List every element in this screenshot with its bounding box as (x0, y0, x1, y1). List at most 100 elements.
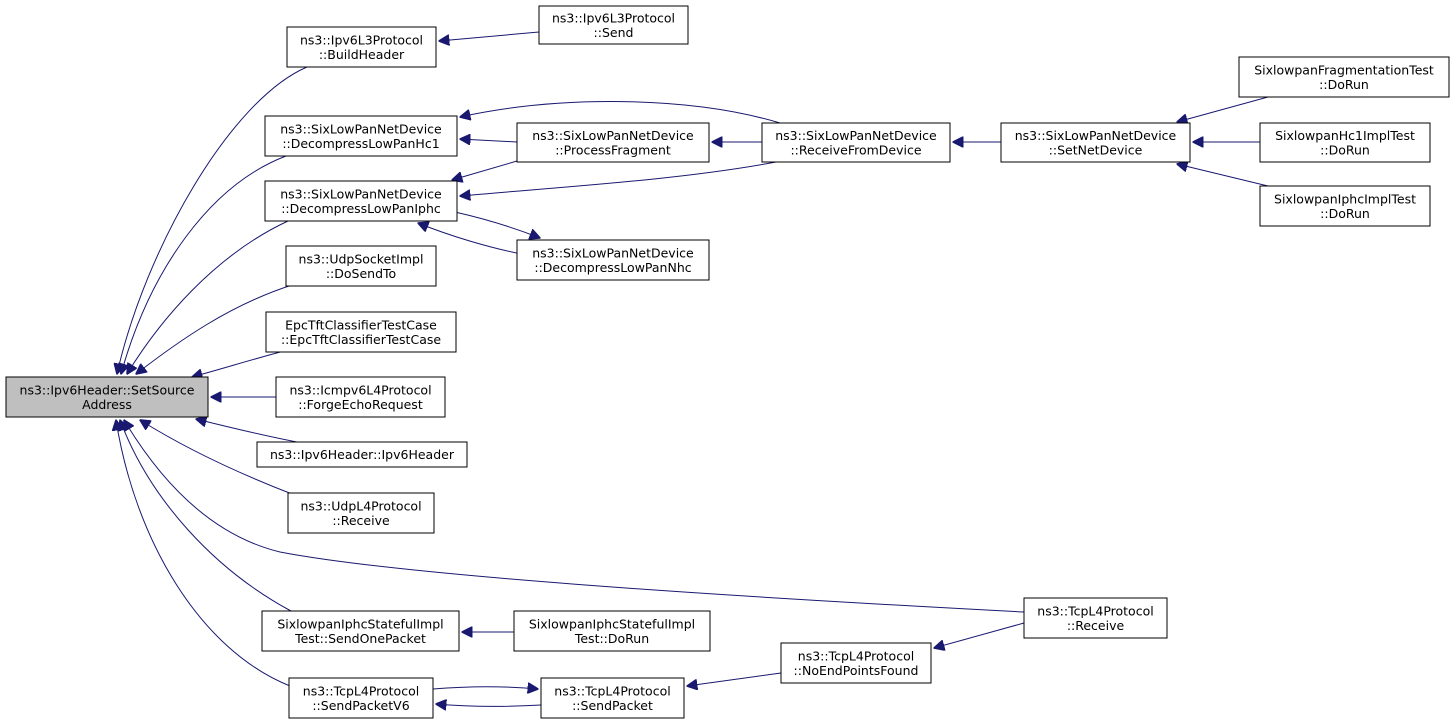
node-box (275, 376, 446, 418)
node-label-line: ::EpcTftClassifierTestCase (281, 332, 441, 347)
node-label-line: ::ForgeEchoRequest (298, 397, 423, 412)
node-label-line: ::SendPacketV6 (312, 698, 409, 713)
node-box (5, 376, 209, 418)
node-label-line: ::NoEndPointsFound (794, 663, 919, 678)
node-label-line: ns3::UdpSocketImpl (299, 251, 424, 266)
node-box (288, 677, 434, 719)
node-label-line: ::ProcessFragment (555, 142, 671, 157)
node-box (538, 5, 689, 45)
node-label-line: ::DoSendTo (326, 266, 396, 281)
node-label-line: ::SendPacket (572, 698, 653, 713)
edge-decnhc-to-deciphc (418, 223, 527, 256)
node-tcprecv[interactable]: ns3::TcpL4Protocol::Receive (1023, 597, 1168, 639)
edge-sendpacket-to-sendv6 (436, 704, 542, 706)
node-udprecv[interactable]: ns3::UdpL4Protocol::Receive (287, 492, 435, 534)
node-label-line: Test::SendOnePacket (294, 631, 426, 646)
node-label-line: ::Receive (1067, 618, 1125, 633)
node-box (1023, 597, 1168, 639)
node-label-line: ::Send (594, 25, 634, 40)
node-setnetdev[interactable]: ns3::SixLowPanNetDevice::SetNetDevice (1000, 122, 1191, 163)
node-label-line: SixlowpanHc1ImplTest (1275, 128, 1415, 143)
edge-l3send-to-buildheader (439, 31, 540, 41)
node-label-line: EpcTftClassifierTestCase (285, 317, 437, 332)
edge-tcprecv-to-root (124, 420, 1025, 613)
node-label-line: ::ReceiveFromDevice (790, 142, 921, 157)
edge-sendv6-to-sendpacket (432, 687, 538, 689)
node-icmpecho[interactable]: ns3::Icmpv6L4Protocol::ForgeEchoRequest (275, 376, 446, 418)
node-iphctest[interactable]: SixlowpanIphcImplTest::DoRun (1259, 185, 1431, 227)
node-label-line: ::DoRun (1320, 142, 1370, 157)
node-sendpacket[interactable]: ns3::TcpL4Protocol::SendPacket (540, 677, 685, 719)
node-label-line: ::DoRun (1320, 206, 1370, 221)
node-l3send[interactable]: ns3::Ipv6L3Protocol::Send (538, 5, 689, 45)
node-label-line: ::BuildHeader (319, 47, 405, 62)
node-udpsend[interactable]: ns3::UdpSocketImpl::DoSendTo (285, 245, 437, 287)
node-label-line: SixlowpanIphcImplTest (1274, 191, 1416, 206)
node-box (1000, 122, 1191, 163)
node-procfrag[interactable]: ns3::SixLowPanNetDevice::ProcessFragment (516, 122, 710, 163)
node-deciphc[interactable]: ns3::SixLowPanNetDevice::DecompressLowPa… (264, 180, 458, 222)
node-box (513, 610, 711, 652)
edge-buildheader-to-root (117, 66, 308, 374)
edge-recvdev-to-dechc1 (460, 101, 781, 124)
node-box (780, 642, 932, 684)
edges-layer (116, 31, 1269, 706)
node-label-line: ::DecompressLowPanIphc (281, 201, 441, 216)
edge-deciphc-to-root (127, 220, 289, 374)
node-label-line: ns3::SixLowPanNetDevice (1015, 128, 1177, 143)
node-box (265, 311, 457, 353)
node-noendpoints[interactable]: ns3::TcpL4Protocol::NoEndPointsFound (780, 642, 932, 684)
node-box (287, 492, 435, 534)
node-box (761, 122, 951, 163)
node-label-line: ns3::Ipv6L3Protocol (300, 32, 423, 47)
node-box (286, 26, 437, 68)
node-box (1238, 56, 1450, 98)
node-label-line: ns3::TcpL4Protocol (554, 683, 670, 698)
node-box (516, 122, 710, 163)
edge-statefulsend-to-root (120, 420, 292, 612)
edge-noendpoints-to-sendpacket (687, 672, 782, 686)
node-label-line: Test::DoRun (574, 631, 649, 646)
node-label-line: SixlowpanIphcStatefulImpl (277, 616, 443, 631)
node-epctest[interactable]: EpcTftClassifierTestCase::EpcTftClassifi… (265, 311, 457, 353)
node-ipv6ctor[interactable]: ns3::Ipv6Header::Ipv6Header (256, 441, 468, 468)
edge-tcprecv-to-noendpoints (934, 622, 1025, 648)
node-label-line: ns3::SixLowPanNetDevice (280, 121, 442, 136)
edge-sendv6-to-root (116, 420, 291, 687)
node-label-line: ::DecompressLowPanHc1 (282, 136, 439, 151)
node-label-line: ns3::TcpL4Protocol (303, 683, 419, 698)
node-label-line: ::DecompressLowPanNhc (534, 260, 691, 275)
node-fragtest[interactable]: SixlowpanFragmentationTest::DoRun (1238, 56, 1450, 98)
node-box (285, 245, 437, 287)
node-box (261, 610, 460, 652)
node-label-line: ::Receive (332, 513, 390, 528)
node-sendv6[interactable]: ns3::TcpL4Protocol::SendPacketV6 (288, 677, 434, 719)
node-hc1test[interactable]: SixlowpanHc1ImplTest::DoRun (1259, 122, 1431, 163)
node-dechc1[interactable]: ns3::SixLowPanNetDevice::DecompressLowPa… (264, 115, 458, 157)
node-label-line: ns3::UdpL4Protocol (300, 498, 421, 513)
node-label-line: ns3::Ipv6L3Protocol (552, 10, 675, 25)
node-buildheader[interactable]: ns3::Ipv6L3Protocol::BuildHeader (286, 26, 437, 68)
node-label-line: SixlowpanFragmentationTest (1254, 62, 1434, 77)
node-statefulsend[interactable]: SixlowpanIphcStatefulImplTest::SendOnePa… (261, 610, 460, 652)
edge-recvdev-to-deciphc (460, 161, 777, 196)
node-box (540, 677, 685, 719)
node-label-line: ns3::TcpL4Protocol (798, 648, 914, 663)
node-label-line: ns3::Ipv6Header::SetSource (20, 382, 195, 397)
edge-iphctest-to-setnetdev (1177, 164, 1269, 187)
edge-deciphc-to-decnhc (454, 211, 540, 238)
node-recvdev[interactable]: ns3::SixLowPanNetDevice::ReceiveFromDevi… (761, 122, 951, 163)
nodes-layer: ns3::Ipv6Header::SetSourceAddressns3::Ip… (5, 5, 1450, 719)
node-decnhc[interactable]: ns3::SixLowPanNetDevice::DecompressLowPa… (516, 239, 710, 281)
node-label-line: ns3::SixLowPanNetDevice (532, 128, 694, 143)
node-box (264, 115, 458, 157)
edge-dechc1-to-root (121, 155, 287, 374)
edge-epctest-to-root (192, 350, 285, 377)
edge-procfrag-to-deciphc (452, 160, 518, 180)
edge-procfrag-to-dechc1 (460, 139, 518, 142)
node-label-line: SixlowpanIphcStatefulImpl (529, 616, 695, 631)
node-label-line: ns3::SixLowPanNetDevice (280, 186, 442, 201)
